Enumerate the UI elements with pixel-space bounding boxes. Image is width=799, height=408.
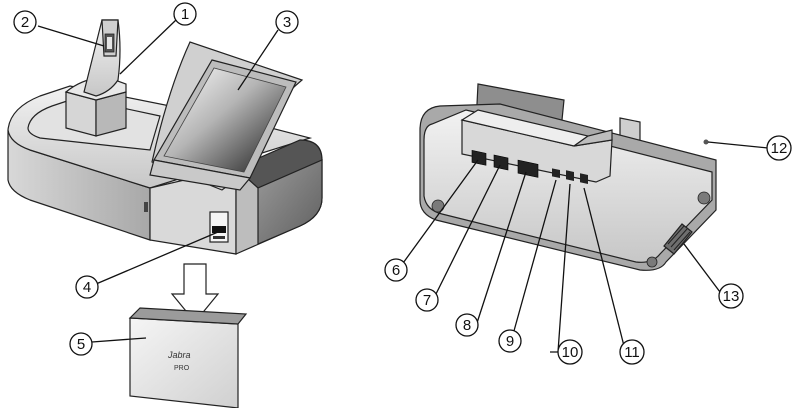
svg-text:4: 4 bbox=[83, 279, 91, 296]
svg-text:7: 7 bbox=[423, 292, 431, 309]
callout-3: 3 bbox=[275, 10, 299, 34]
port-7 bbox=[493, 154, 509, 171]
svg-text:13: 13 bbox=[723, 288, 740, 305]
callout-1: 1 bbox=[173, 2, 197, 26]
svg-text:11: 11 bbox=[624, 344, 640, 361]
base-station-underside bbox=[419, 83, 717, 271]
svg-text:12: 12 bbox=[771, 140, 788, 157]
callout-5: 5 bbox=[69, 332, 93, 356]
rubber-foot bbox=[703, 139, 709, 145]
svg-text:6: 6 bbox=[392, 262, 400, 279]
port-8 bbox=[517, 159, 539, 178]
port-11 bbox=[580, 173, 588, 184]
callout-12: 12 bbox=[766, 135, 792, 161]
feature-card: Jabra PRO bbox=[128, 307, 248, 408]
base-station-front bbox=[7, 19, 323, 255]
callout-9: 9 bbox=[498, 329, 522, 353]
callout-6: 6 bbox=[384, 258, 408, 282]
callout-10: 10 bbox=[557, 339, 583, 365]
port-10 bbox=[566, 170, 574, 182]
port-9 bbox=[552, 168, 560, 179]
port-row bbox=[471, 149, 588, 184]
callout-4: 4 bbox=[75, 275, 99, 299]
grille bbox=[663, 223, 693, 255]
card-brand-text: Jabra bbox=[167, 350, 191, 360]
svg-text:9: 9 bbox=[506, 333, 514, 350]
rubber-foot bbox=[697, 191, 711, 205]
svg-text:1: 1 bbox=[181, 6, 189, 23]
svg-text:8: 8 bbox=[463, 317, 471, 334]
svg-text:10: 10 bbox=[562, 344, 579, 361]
leader-lines bbox=[37, 19, 769, 353]
insert-arrow-icon bbox=[170, 263, 220, 323]
callout-7: 7 bbox=[415, 288, 439, 312]
card-model-text: PRO bbox=[174, 365, 190, 372]
svg-text:3: 3 bbox=[283, 14, 291, 31]
svg-text:5: 5 bbox=[77, 336, 85, 353]
callout-2: 2 bbox=[13, 10, 37, 34]
callout-13: 13 bbox=[718, 283, 744, 309]
port-6 bbox=[471, 149, 487, 166]
callout-11: 11 bbox=[619, 339, 645, 365]
callout-8: 8 bbox=[455, 313, 479, 337]
rubber-foot bbox=[646, 256, 658, 268]
svg-text:2: 2 bbox=[21, 14, 29, 31]
